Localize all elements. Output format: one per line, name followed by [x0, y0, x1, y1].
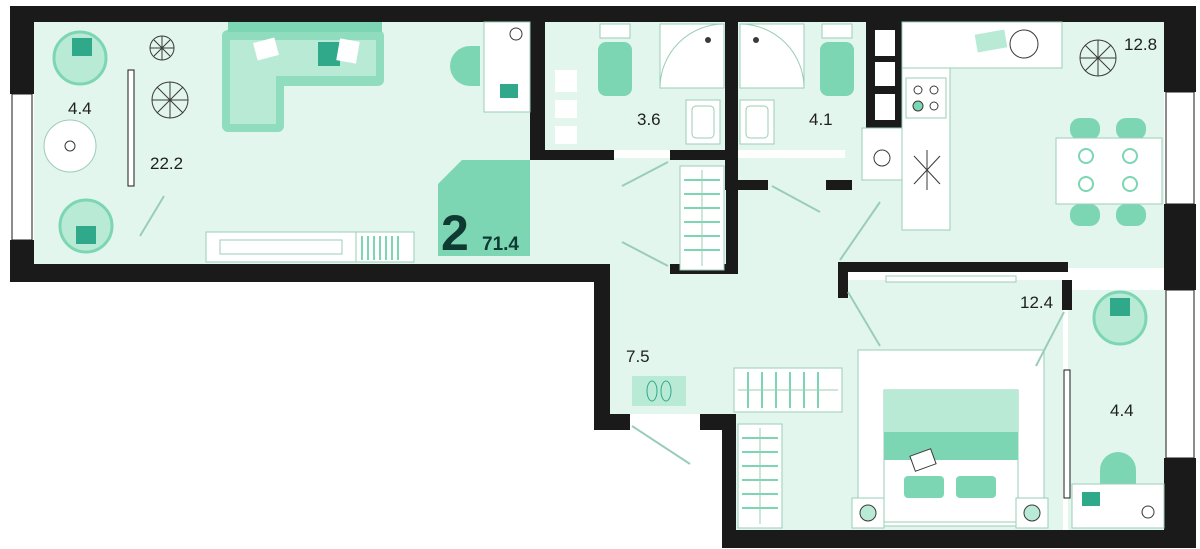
bed-icon — [883, 389, 1019, 523]
kitchen-furniture — [861, 21, 1163, 231]
wall-bottom — [722, 530, 1196, 548]
plant-icon — [149, 35, 175, 61]
stove-icon — [905, 77, 947, 119]
armchair-icon — [58, 198, 114, 254]
apartment-total-area: 71.4 — [482, 234, 519, 255]
toilet-icon — [598, 23, 632, 96]
wall-left-top — [10, 6, 34, 94]
wall-right-mid — [1164, 204, 1196, 290]
shaft-cell — [875, 94, 895, 120]
door-icon — [1035, 311, 1065, 367]
room-area-bathroom-2: 4.1 — [809, 110, 833, 129]
toilet-icon — [820, 23, 854, 96]
window-left — [11, 93, 33, 241]
room-area-kitchen: 12.8 — [1124, 35, 1157, 54]
sink-icon — [739, 99, 775, 145]
doors — [139, 161, 1065, 465]
door-icon — [139, 195, 165, 237]
window-right-bottom — [1165, 289, 1195, 459]
shower-icon — [739, 23, 805, 89]
door-icon — [847, 291, 881, 347]
wall-hall-left — [594, 264, 610, 430]
bathroom-2-fixtures — [739, 23, 854, 145]
plant-icon — [1079, 39, 1117, 77]
sofa-icon — [222, 22, 384, 132]
wall-hall-bottom-left — [594, 414, 630, 430]
room-area-bedroom: 12.4 — [1020, 293, 1053, 312]
nightstand-icon — [851, 497, 1049, 529]
door-icon — [621, 241, 669, 267]
wardrobe-icon — [733, 367, 843, 413]
door-icon — [771, 185, 821, 213]
window-balcony-left — [127, 69, 135, 187]
wardrobe-icon — [679, 165, 725, 271]
desk-icon — [450, 21, 531, 113]
room-area-bathroom-1: 3.6 — [637, 110, 661, 129]
desk-icon — [1071, 452, 1165, 529]
wall-kitchen-stub — [826, 180, 852, 190]
floor-hall-top — [530, 158, 610, 264]
wall-shaft-1 — [530, 22, 545, 160]
bedroom-furniture — [737, 275, 1049, 529]
room-area-hallway: 7.5 — [626, 347, 650, 366]
shaft-cell — [555, 126, 577, 144]
dining-table-icon — [1055, 118, 1163, 226]
hallway-furniture — [632, 165, 843, 413]
balcony-right-furniture — [1071, 290, 1165, 529]
bathroom-1-fixtures — [598, 23, 725, 145]
armchair-icon — [1092, 290, 1148, 346]
sink-icon — [685, 99, 721, 145]
shaft-cell — [555, 70, 577, 92]
ventilation-shafts — [555, 30, 895, 144]
wall-bath-divider — [725, 22, 738, 190]
door-icon — [631, 425, 691, 465]
radiator — [885, 275, 1017, 283]
living-room-furniture — [149, 21, 531, 263]
window-right-top — [1165, 91, 1195, 205]
door-icon — [839, 201, 881, 261]
apartment-badge — [438, 160, 530, 256]
wall-bottom-left-v — [722, 414, 736, 548]
wall-balcony-right-top — [1062, 280, 1072, 310]
tv-stand-icon — [205, 231, 415, 263]
side-table-icon — [43, 119, 97, 173]
windows — [11, 69, 1195, 499]
shaft-cell — [875, 62, 895, 86]
room-area-balcony-left: 4.4 — [68, 99, 92, 118]
wall-bedroom-left — [838, 262, 848, 298]
plant-icon — [151, 81, 189, 119]
shaft-cell — [555, 100, 577, 118]
wall-kitchen-bottom — [838, 262, 1068, 272]
door-icon — [621, 161, 669, 187]
room-labels: 4.4 22.2 3.6 4.1 12.8 12.4 7.5 4.4 2 71.… — [68, 35, 1157, 420]
apartment-rooms-count: 2 — [441, 205, 469, 261]
slippers-icon — [632, 376, 686, 406]
shaft-cell — [875, 30, 895, 56]
wall-top — [10, 6, 1196, 22]
shower-icon — [659, 23, 725, 89]
wall-right-top — [1164, 6, 1196, 92]
walls — [10, 6, 1196, 548]
wall-shaft-1-bottom — [530, 150, 614, 160]
wardrobe-icon — [737, 423, 783, 529]
window-balcony-right — [1063, 369, 1071, 499]
wall-living-bottom — [10, 264, 610, 282]
wall-bath2-bottom — [738, 180, 768, 190]
sink-icon — [974, 29, 1039, 59]
room-area-living-room: 22.2 — [150, 154, 183, 173]
balcony-left-furniture — [43, 30, 114, 254]
wall-bath-bottom — [670, 150, 738, 160]
armchair-icon — [52, 30, 108, 86]
room-area-balcony-right: 4.4 — [1110, 401, 1134, 420]
appliance-icon — [873, 149, 941, 190]
wall-hall-right — [726, 180, 738, 274]
